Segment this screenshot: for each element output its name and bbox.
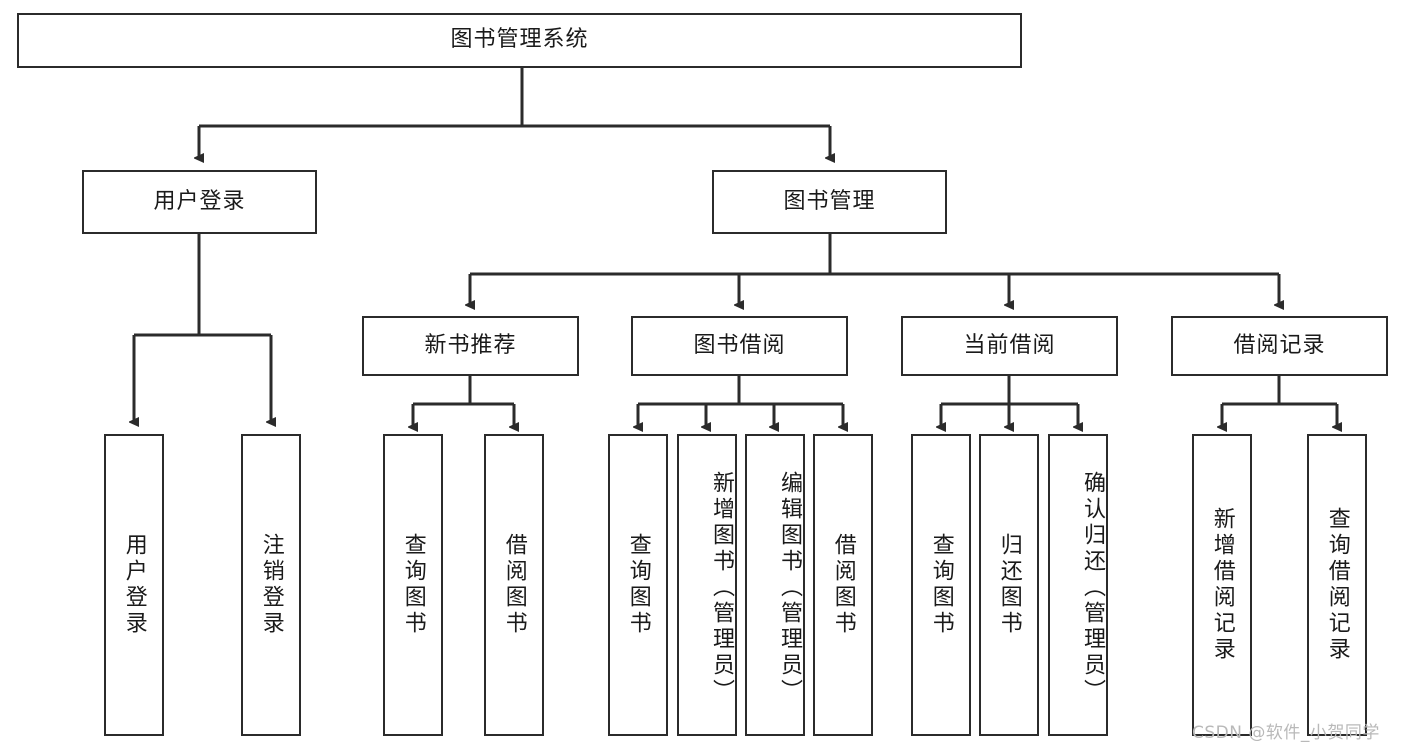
leaf-add-borrow-record[interactable]: 新增借阅记录 (1192, 434, 1252, 736)
node-label: 新增图书（管理员） (709, 471, 734, 705)
leaf-confirm-return-admin[interactable]: 确认归还（管理员） (1048, 434, 1108, 736)
node-label: 查询图书 (400, 533, 426, 637)
node-label: 新书推荐 (424, 332, 517, 358)
node-label: 查询图书 (928, 533, 954, 637)
leaf-user-login[interactable]: 用户登录 (104, 434, 164, 736)
node-label: 查询借阅记录 (1324, 507, 1350, 663)
leaf-return-book[interactable]: 归还图书 (979, 434, 1039, 736)
node-label: 用户登录 (153, 188, 246, 214)
leaf-query-book-current[interactable]: 查询图书 (911, 434, 971, 736)
node-label: 借阅图书 (830, 533, 856, 637)
leaf-edit-book-admin[interactable]: 编辑图书（管理员） (745, 434, 805, 736)
node-label: 注销登录 (258, 533, 284, 637)
leaf-borrow-book[interactable]: 借阅图书 (813, 434, 873, 736)
leaf-logout[interactable]: 注销登录 (241, 434, 301, 736)
node-new-book-recommend[interactable]: 新书推荐 (362, 316, 579, 376)
leaf-borrow-book-newbook[interactable]: 借阅图书 (484, 434, 544, 736)
node-label: 确认归还（管理员） (1080, 471, 1105, 705)
node-label: 图书管理 (783, 188, 876, 214)
leaf-add-book-admin[interactable]: 新增图书（管理员） (677, 434, 737, 736)
node-current-borrow[interactable]: 当前借阅 (901, 316, 1118, 376)
node-label: 归还图书 (996, 533, 1022, 637)
leaf-query-book-borrow[interactable]: 查询图书 (608, 434, 668, 736)
node-label: 新增借阅记录 (1209, 507, 1235, 663)
node-label: 用户登录 (121, 533, 147, 637)
leaf-query-book-newbook[interactable]: 查询图书 (383, 434, 443, 736)
node-label: 借阅记录 (1233, 332, 1326, 358)
node-book-management[interactable]: 图书管理 (712, 170, 947, 234)
node-label: 编辑图书（管理员） (777, 471, 802, 705)
node-label: 借阅图书 (501, 533, 527, 637)
node-book-borrow[interactable]: 图书借阅 (631, 316, 848, 376)
node-label: 当前借阅 (963, 332, 1056, 358)
node-root-book-management-system[interactable]: 图书管理系统 (17, 13, 1022, 68)
node-label: 查询图书 (625, 533, 651, 637)
node-label: 图书管理系统 (450, 27, 589, 53)
node-user-login[interactable]: 用户登录 (82, 170, 317, 234)
csdn-watermark: CSDN @软件_小贺同学 (1192, 723, 1380, 743)
node-label: 图书借阅 (693, 332, 786, 358)
leaf-query-borrow-record[interactable]: 查询借阅记录 (1307, 434, 1367, 736)
node-borrow-record[interactable]: 借阅记录 (1171, 316, 1388, 376)
